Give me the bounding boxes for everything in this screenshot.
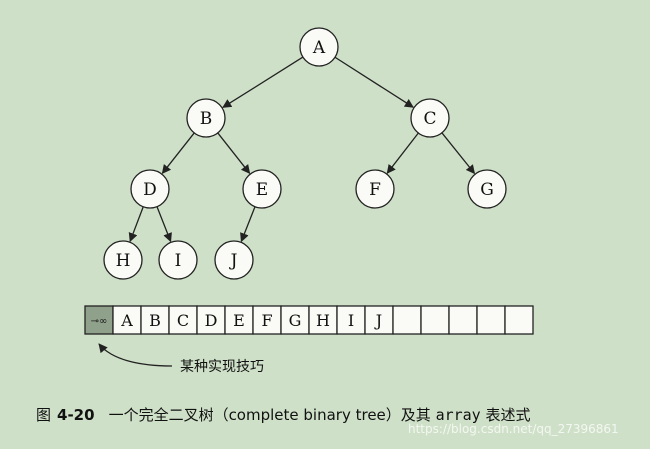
tree-node-label: G bbox=[480, 180, 494, 200]
tree-node-circle bbox=[355, 169, 395, 209]
tree-edge bbox=[217, 132, 251, 175]
array-cell bbox=[168, 305, 198, 335]
tree-edge bbox=[334, 56, 414, 108]
tree-nodes: A B C D E F G H I J bbox=[103, 27, 507, 280]
tree-node-circle bbox=[158, 240, 198, 280]
tree-node: A bbox=[299, 27, 339, 67]
tree-node-label: B bbox=[200, 109, 213, 129]
sentinel-icon: ⊸∞ bbox=[91, 316, 108, 327]
tree-node-circle bbox=[186, 98, 226, 138]
array-cell bbox=[476, 305, 506, 335]
tree-node-label: A bbox=[312, 38, 326, 58]
array-cell-label: D bbox=[205, 311, 218, 330]
tree-node: G bbox=[467, 169, 507, 209]
tree-node: F bbox=[355, 169, 395, 209]
tree-edge bbox=[441, 132, 476, 175]
array-cell-label: F bbox=[261, 311, 272, 330]
tree-edge bbox=[386, 132, 419, 174]
array-cell bbox=[392, 305, 422, 335]
tree-node-circle bbox=[130, 169, 170, 209]
tree-node-circle bbox=[214, 240, 254, 280]
tree-node: I bbox=[158, 240, 198, 280]
tree-node: D bbox=[130, 169, 170, 209]
tree-edge bbox=[161, 132, 195, 175]
tree-node: C bbox=[410, 98, 450, 138]
array-cell bbox=[252, 305, 282, 335]
array-cell bbox=[448, 305, 478, 335]
watermark-text: https://blog.csdn.net/qq_27396861 bbox=[408, 422, 619, 436]
tree-node-label: C bbox=[423, 109, 436, 129]
array-cell-label: C bbox=[177, 311, 189, 330]
caption-label: 图 bbox=[36, 406, 52, 424]
caption-code: array bbox=[435, 406, 481, 424]
tree-node-label: F bbox=[369, 180, 381, 200]
tree-node-label: J bbox=[229, 251, 238, 271]
tree-node: J bbox=[214, 240, 254, 280]
tree-node-circle bbox=[467, 169, 507, 209]
tree-node: E bbox=[242, 169, 282, 209]
tree-node-label: D bbox=[143, 180, 157, 200]
array-cell-label: J bbox=[374, 311, 382, 330]
caption-text-end: 表述式 bbox=[485, 406, 531, 424]
tree-node-label: E bbox=[256, 180, 268, 200]
array-cell bbox=[420, 305, 450, 335]
figure-caption: 图 4-20 一个完全二叉树（complete binary tree）及其 arr… bbox=[36, 404, 531, 425]
tree-node: H bbox=[103, 240, 143, 280]
tree-node-circle bbox=[299, 27, 339, 67]
array-cell-label: H bbox=[316, 311, 330, 330]
tree-node-label: H bbox=[116, 251, 131, 271]
tree-edge bbox=[156, 206, 172, 243]
array-cell-label: B bbox=[149, 311, 161, 330]
tree-edges bbox=[128, 56, 476, 243]
array-cell-label: E bbox=[233, 311, 245, 330]
tree-edge bbox=[222, 56, 304, 108]
array-cell bbox=[196, 305, 226, 335]
annotation-arrow bbox=[98, 343, 173, 367]
tree-edge bbox=[128, 206, 144, 243]
tree-node: B bbox=[186, 98, 226, 138]
caption-text: 一个完全二叉树（complete binary tree）及其 bbox=[108, 406, 431, 424]
array-cell-label: G bbox=[289, 311, 302, 330]
array-cell-label: A bbox=[120, 311, 133, 330]
tree-edge bbox=[240, 206, 256, 243]
array-cell bbox=[504, 305, 534, 335]
array-cell bbox=[224, 305, 254, 335]
tree-node-circle bbox=[410, 98, 450, 138]
tree-node-circle bbox=[103, 240, 143, 280]
array-cell-label: I bbox=[348, 311, 354, 330]
tree-node-label: I bbox=[175, 251, 182, 271]
caption-number: 4-20 bbox=[57, 406, 95, 424]
annotation-text: 某种实现技巧 bbox=[180, 359, 264, 375]
tree-node-circle bbox=[242, 169, 282, 209]
